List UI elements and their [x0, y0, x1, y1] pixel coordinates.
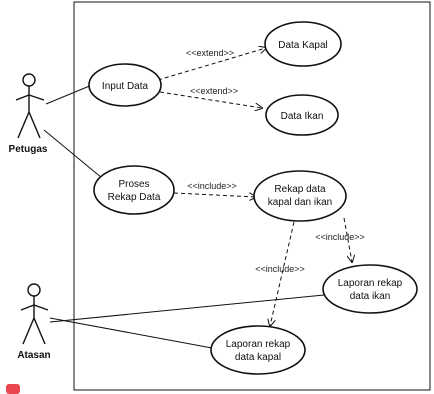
include-label: <<include>>: [255, 264, 305, 274]
assoc-petugas-input-data: [45, 84, 93, 105]
actor-arm-right: [28, 94, 45, 101]
use-case-label-line1: Rekap data: [274, 184, 326, 195]
include-rekap: [173, 192, 256, 197]
use-case-label: Data Ikan: [281, 111, 324, 122]
extend-data-ikan: [159, 91, 262, 108]
extend-label: <<extend>>: [186, 48, 234, 58]
actor-head: [22, 73, 36, 87]
actor-petugas-label: Petugas: [9, 144, 48, 155]
actor-arm-right: [33, 304, 49, 311]
corner-mark: [6, 384, 20, 394]
use-case-laporan-rekap-data-kapal[interactable]: [210, 325, 306, 375]
actor-arm-left: [20, 304, 35, 311]
include-label: <<include>>: [315, 232, 365, 242]
actor-atasan-label: Atasan: [17, 350, 50, 361]
assoc-atasan-laporan-kapal: [49, 317, 213, 349]
actor-arm-left: [15, 94, 30, 101]
use-case-rekap-data-kapal-ikan[interactable]: [253, 170, 347, 222]
use-case-data-ikan[interactable]: [265, 94, 339, 136]
use-case-label: Input Data: [102, 81, 149, 92]
use-case-label-line2: data ikan: [350, 291, 391, 302]
actor-leg-right: [33, 317, 46, 345]
actor-leg-right: [28, 111, 41, 139]
include-laporan-ikan: [343, 217, 352, 262]
actor-head: [27, 283, 41, 297]
actor-atasan: [20, 283, 49, 345]
actor-leg-left: [17, 111, 30, 139]
assoc-atasan-laporan-ikan: [49, 294, 325, 323]
actor-leg-left: [22, 317, 35, 345]
use-case-label: Data Kapal: [278, 40, 327, 51]
use-case-label-line1: Proses: [118, 179, 149, 190]
use-case-label-line1: Laporan rekap: [338, 278, 403, 289]
use-case-laporan-rekap-data-ikan[interactable]: [322, 264, 418, 314]
use-case-label-line1: Laporan rekap: [226, 339, 291, 350]
actor-petugas: [15, 73, 45, 139]
use-case-label-line2: Rekap Data: [108, 192, 161, 203]
include-label: <<include>>: [187, 181, 237, 191]
use-case-input-data[interactable]: [88, 63, 162, 107]
extend-label: <<extend>>: [190, 86, 238, 96]
extend-data-kapal: [157, 48, 266, 81]
use-case-label-line2: data kapal: [235, 352, 281, 363]
system-boundary: [73, 1, 431, 391]
use-case-data-kapal[interactable]: [264, 21, 342, 67]
use-case-proses-rekap-data[interactable]: [93, 165, 175, 215]
assoc-petugas-proses-rekap: [43, 129, 103, 179]
include-laporan-kapal: [270, 221, 295, 326]
use-case-label-line2: kapal dan ikan: [268, 197, 333, 208]
